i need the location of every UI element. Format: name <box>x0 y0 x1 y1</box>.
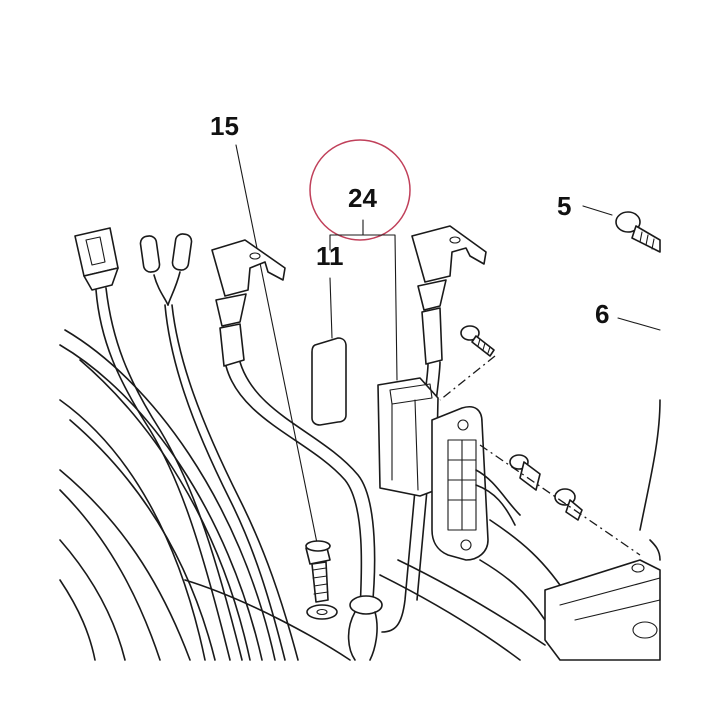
callout-6: 6 <box>595 299 609 329</box>
spacer-stack <box>479 444 641 556</box>
rubber-pad <box>311 337 347 426</box>
highlight-circle <box>309 139 411 241</box>
mounting-bracket <box>431 406 521 561</box>
bolt-part-5 <box>615 211 661 253</box>
chassis-plate <box>544 559 661 661</box>
callout-24: 24 <box>348 183 377 213</box>
harness-bundle <box>59 329 351 661</box>
electronic-module <box>377 377 439 497</box>
callout-5: 5 <box>557 191 571 221</box>
base-panel <box>379 559 546 661</box>
bullet-terminals <box>139 233 299 661</box>
left-clip-bracket <box>211 239 383 661</box>
plug-connector <box>74 227 243 661</box>
callout-15: 15 <box>210 111 239 141</box>
bracket-part-6 <box>639 399 661 561</box>
leader-lines <box>235 144 661 549</box>
module-screw <box>439 325 496 401</box>
right-clip-bracket <box>381 225 487 633</box>
bolt-and-washer <box>305 540 338 620</box>
